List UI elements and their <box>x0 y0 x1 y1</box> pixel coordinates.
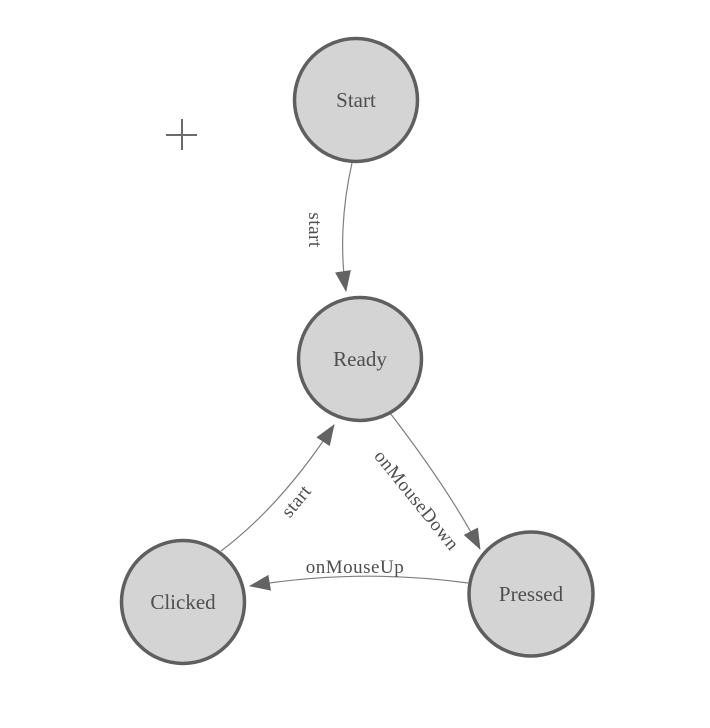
state-label-clicked: Clicked <box>150 590 216 614</box>
edge-pressed-to-clicked[interactable]: onMouseUp <box>249 557 469 591</box>
state-node-clicked[interactable]: Clicked <box>119 538 247 666</box>
edge-clicked-to-ready[interactable]: start <box>220 424 335 552</box>
edge-line-ready-to-pressed[interactable] <box>389 412 481 550</box>
state-circle-clicked[interactable] <box>119 538 247 666</box>
state-label-ready: Ready <box>333 347 387 371</box>
edge-line-clicked-to-ready[interactable] <box>220 424 335 552</box>
edge-label-onmousedown: onMouseDown <box>370 446 464 555</box>
state-label-pressed: Pressed <box>499 582 564 606</box>
state-node-ready[interactable]: Ready <box>296 295 424 423</box>
edge-start-to-ready[interactable]: start <box>304 162 353 292</box>
crosshair-cursor <box>166 119 197 150</box>
state-node-start[interactable]: Start <box>292 36 420 164</box>
state-circle-start[interactable] <box>292 36 420 164</box>
state-label-start: Start <box>336 88 376 112</box>
state-circle-pressed[interactable] <box>467 530 595 658</box>
state-node-pressed[interactable]: Pressed <box>467 530 595 658</box>
edge-ready-to-pressed[interactable]: onMouseDown <box>370 412 481 555</box>
state-circle-ready[interactable] <box>296 295 424 423</box>
edge-line-pressed-to-clicked[interactable] <box>249 574 469 591</box>
edge-label-onmouseup: onMouseUp <box>306 557 404 578</box>
edge-line-start-to-ready[interactable] <box>335 162 353 292</box>
edge-label-start-2: start <box>277 481 316 522</box>
edge-label-start: start <box>304 212 325 247</box>
